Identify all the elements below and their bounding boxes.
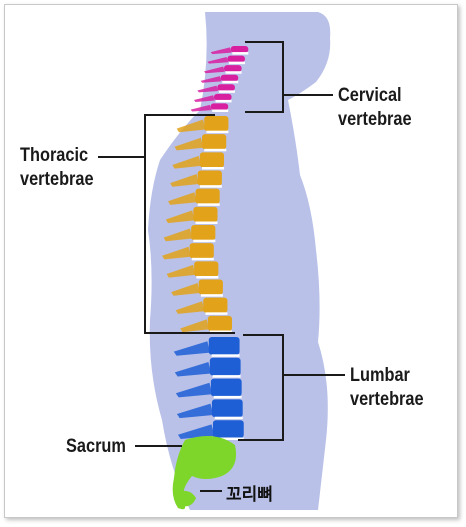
thoracic-vertebra [167,188,220,206]
cervical-label: Cervical vertebrae [338,84,412,132]
thoracic-label-line1: Thoracic [20,145,89,166]
thoracic-vertebra [170,170,222,188]
thoracic-vertebra [172,152,225,170]
lumbar-vertebra [176,399,243,420]
spine [162,46,249,510]
lumbar-label-line1: Lumbar [350,365,410,386]
leader-lines [98,41,345,492]
sacrum-bone [172,436,237,510]
lumbar-label: Lumbar vertebrae [350,364,424,412]
thoracic-vertebra [176,116,229,134]
cervical-label-line1: Cervical [338,85,402,106]
cervical-label-line2: vertebrae [338,109,412,130]
thoracic-vertebra [163,225,216,243]
thoracic-vertebra [180,315,232,333]
cervical-vertebra [193,93,232,103]
cervical-bracket [245,41,284,113]
thoracic-vertebra [162,243,214,261]
lumbar-vertebra [177,420,244,440]
thoracic-label: Thoracic vertebrae [20,144,94,192]
thoracic-vertebra [166,261,219,279]
tailbone-label: 꼬리뼈 [226,485,273,505]
thoracic-vertebra [165,206,218,224]
cervical-vertebra [210,46,249,55]
coccyx-bone [178,490,196,507]
lumbar-bracket [238,334,284,441]
lumbar-label-line2: vertebrae [350,389,424,410]
thoracic-label-line2: vertebrae [20,169,94,190]
lumbar-vertebra [174,357,241,378]
thoracic-vertebra [171,279,223,297]
sacrum-label: Sacrum [66,436,126,457]
lumbar-vertebra [175,378,242,399]
cervical-vertebra [207,55,245,65]
cervical-vertebra [197,84,235,93]
body-silhouette [148,12,331,510]
cervical-vertebra [200,74,239,84]
cervical-vertebra [190,103,229,112]
lumbar-vertebra [173,337,240,357]
cervical-vertebra [204,65,242,74]
thoracic-bracket [144,114,235,334]
thoracic-vertebra [175,297,228,315]
thoracic-vertebra [174,134,227,152]
